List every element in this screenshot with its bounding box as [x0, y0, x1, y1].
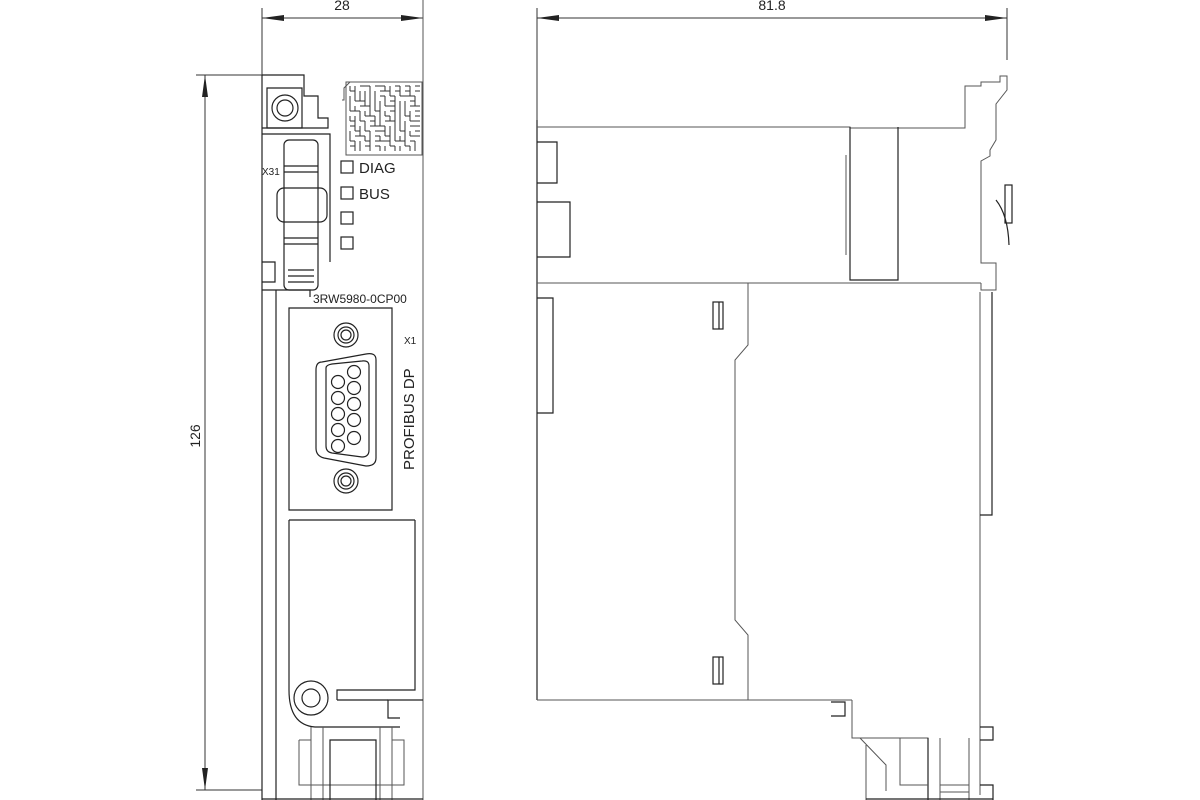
- dimension-width-label: 28: [334, 0, 350, 13]
- dimension-depth-label: 81.8: [758, 0, 785, 13]
- sub-d-pin: [330, 406, 346, 422]
- bottom-terminal: [262, 727, 423, 800]
- mounting-screw-top-icon: [266, 87, 303, 129]
- side-view: [536, 75, 1013, 800]
- sub-d-pin: [330, 438, 346, 454]
- led-3: [340, 211, 354, 225]
- led-diag: DIAG: [340, 160, 396, 177]
- data-matrix-border: [345, 81, 423, 156]
- led-bus-label: BUS: [359, 186, 390, 203]
- led-4: [340, 236, 354, 250]
- connector-x31-label: X31: [262, 167, 280, 178]
- mounting-screw-x1-top-icon: [333, 322, 359, 348]
- sub-d-pin: [330, 374, 346, 390]
- connector-x1-label: X1: [404, 336, 417, 347]
- sub-d-pin: [346, 380, 362, 396]
- part-number: 3RW5980-0CP00: [313, 292, 407, 306]
- sub-d-pin: [330, 422, 346, 438]
- dimension-depth: 81.8: [536, 0, 1008, 125]
- sub-d-pin: [346, 396, 362, 412]
- dimension-height: 126: [187, 74, 262, 791]
- front-view: X31 DIAG BUS 3RW5980-0CP00 X1 PROFIBUS D…: [261, 0, 424, 800]
- dimension-width: 28: [261, 0, 424, 78]
- mounting-screw-x1-bottom-icon: [333, 468, 359, 494]
- sub-d-connector-icon: [315, 353, 377, 467]
- sub-d-pin: [346, 364, 362, 380]
- sub-d-pin: [346, 412, 362, 428]
- sub-d-pin: [330, 390, 346, 406]
- dimension-height-label: 126: [187, 424, 203, 448]
- interface-label: PROFIBUS DP: [401, 368, 418, 470]
- connector-x31-icon: [262, 139, 328, 291]
- led-diag-label: DIAG: [359, 160, 396, 177]
- sub-d-pin: [346, 430, 362, 446]
- data-matrix-code: [345, 81, 423, 156]
- mounting-screw-bottom-icon: [288, 680, 400, 728]
- led-bus: BUS: [340, 186, 390, 203]
